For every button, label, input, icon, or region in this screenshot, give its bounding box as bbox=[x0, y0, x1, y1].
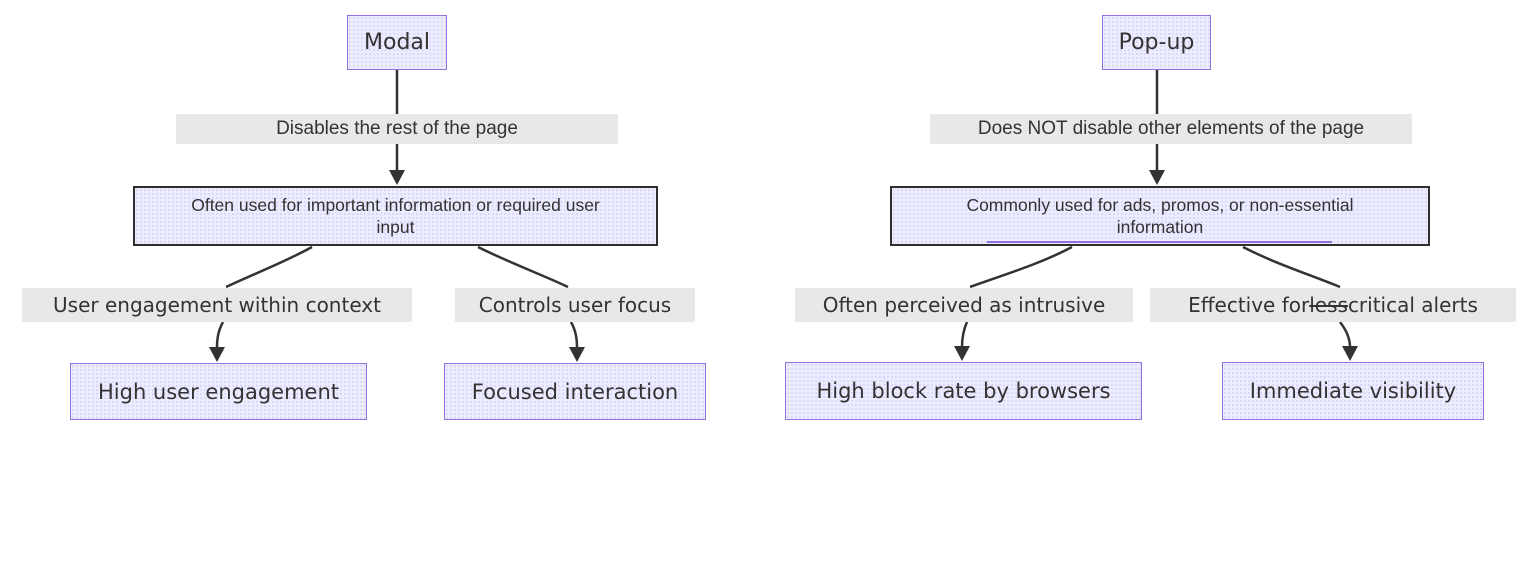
node-focused-interaction: Focused interaction bbox=[444, 363, 706, 420]
node-popup-description: Commonly used for ads, promos, or non-es… bbox=[890, 186, 1430, 246]
edge-label-disables-page: Disables the rest of the page bbox=[176, 114, 618, 144]
effective-label-prefix: Effective for bbox=[1188, 293, 1310, 317]
edge-engagement-to-node bbox=[215, 321, 225, 349]
edge-effective-to-node bbox=[1339, 321, 1352, 348]
arrowhead-intrusive bbox=[954, 346, 970, 361]
edge-label-does-not-disable: Does NOT disable other elements of the p… bbox=[930, 114, 1412, 144]
popup-description-line2: information bbox=[1116, 217, 1204, 237]
node-high-block-rate: High block rate by browsers bbox=[785, 362, 1142, 420]
edge-intrusive-to-node bbox=[960, 321, 969, 348]
node-popup: Pop-up bbox=[1102, 15, 1211, 70]
modal-description-line1: Often used for important information or … bbox=[191, 195, 600, 215]
edge-label-controls-focus: Controls user focus bbox=[455, 288, 695, 322]
edge-desc-to-intrusive bbox=[969, 245, 1073, 289]
edge-label-effective-alerts: Effective for less critical alerts bbox=[1150, 288, 1516, 322]
edge-desc-to-effective bbox=[1242, 245, 1341, 289]
arrowhead-engagement bbox=[209, 347, 225, 362]
modal-description-line2: input bbox=[376, 217, 415, 237]
node-immediate-visibility: Immediate visibility bbox=[1222, 362, 1484, 420]
node-modal-description: Often used for important information or … bbox=[133, 186, 658, 246]
edge-desc-to-controls bbox=[477, 245, 569, 289]
arrowhead-effective bbox=[1342, 346, 1358, 361]
arrowhead-controls bbox=[569, 347, 585, 362]
edge-label-perceived-intrusive: Often perceived as intrusive bbox=[795, 288, 1133, 322]
effective-label-suffix: critical alerts bbox=[1347, 293, 1478, 317]
node-modal: Modal bbox=[347, 15, 447, 70]
node-high-user-engagement: High user engagement bbox=[70, 363, 367, 420]
edge-desc-to-engagement bbox=[225, 245, 313, 289]
arrowhead-modal-to-desc bbox=[389, 170, 405, 185]
edge-label-user-engagement: User engagement within context bbox=[22, 288, 412, 322]
popup-description-purple-accent bbox=[987, 240, 1332, 243]
arrowhead-popup-to-desc bbox=[1149, 170, 1165, 185]
edge-controls-to-node bbox=[569, 321, 579, 349]
effective-label-struck-less: less bbox=[1309, 293, 1348, 317]
popup-description-line1: Commonly used for ads, promos, or non-es… bbox=[966, 195, 1354, 215]
